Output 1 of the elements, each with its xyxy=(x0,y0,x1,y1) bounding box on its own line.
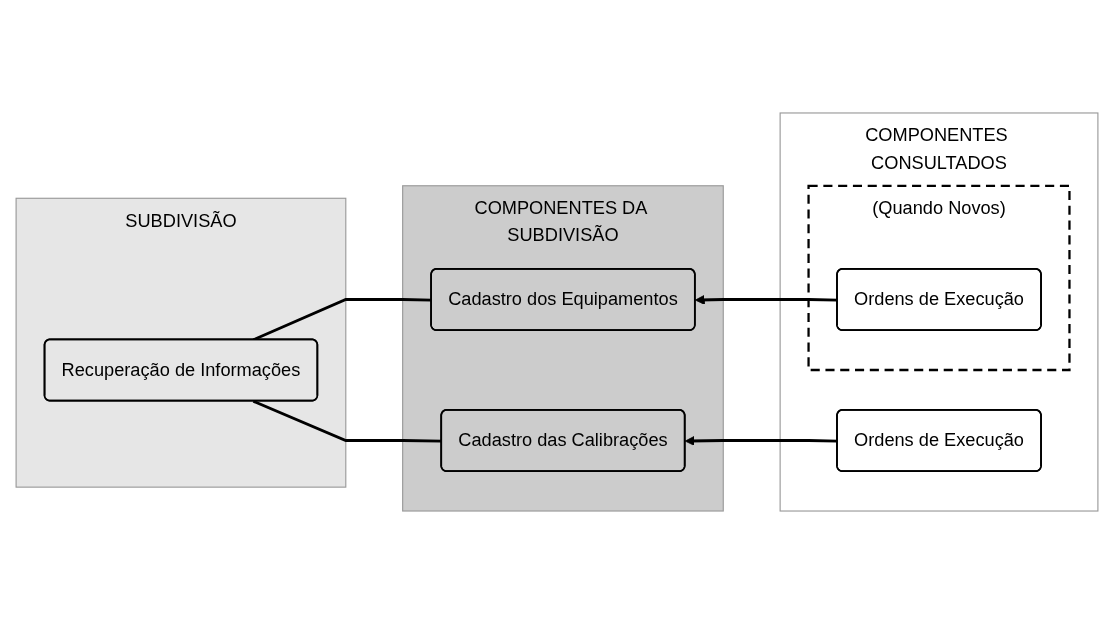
connector xyxy=(252,399,442,443)
